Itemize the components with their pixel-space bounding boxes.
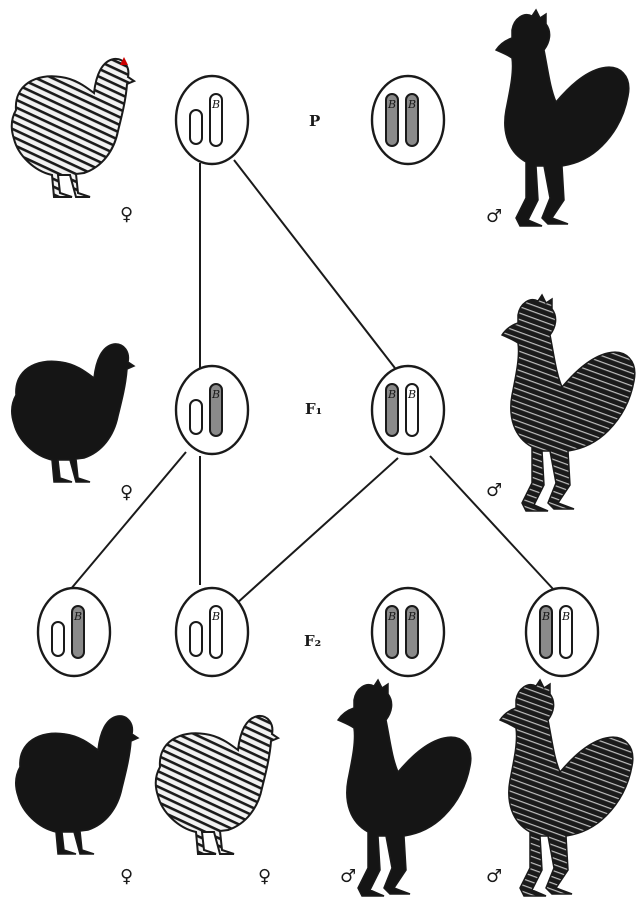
chromosome-b [405,93,419,147]
allele-label: B [407,98,416,111]
chromosome-b [385,605,399,659]
female-symbol-p: ♀ [120,204,134,225]
allele-label: B [211,388,220,401]
chromosome-empty [189,399,203,435]
allele-label: B [387,610,396,623]
allele-label: B [407,610,416,623]
male-symbol-f2-1: ♂ [340,866,357,887]
female-symbol-f2-1: ♀ [120,866,134,887]
cell-f2-female-1: B [36,586,112,678]
f2-rooster-1-illustration [337,679,472,897]
f1-rooster-illustration [501,294,636,512]
p-hen-illustration [10,57,136,199]
cross-lines [69,159,555,605]
cell-f2-female-2: B [174,586,250,678]
f1-hen-illustration [11,343,135,483]
generation-label-p: P [309,112,321,130]
allele-label: B [387,98,396,111]
chromosome-b [539,605,553,659]
allele-label: B [73,610,82,623]
chromosome-b [385,383,399,437]
chromosome-b [209,383,223,437]
chromosome-b [405,605,419,659]
generation-label-f1: F₁ [305,400,323,418]
f2-hen-1-illustration [15,715,139,855]
generation-label-f2: F₂ [304,632,322,650]
line-f1-male-to-f2-female-2 [235,457,399,605]
allele-label: B [407,388,416,401]
chromosome-empty [51,621,65,657]
allele-label: B [211,610,220,623]
allele-label: B [541,610,550,623]
line-f1-male-to-f2-male-2 [429,455,555,591]
p-rooster-illustration [495,9,630,227]
allele-label: B [561,610,570,623]
bird-group [10,9,636,897]
allele-label: B [211,98,220,111]
male-symbol-f1: ♂ [486,480,503,501]
male-symbol-f2-2: ♂ [486,866,503,887]
allele-label: B [387,388,396,401]
chromosome-empty [189,109,203,145]
cell-f1-female: B [174,364,250,456]
line-p-female-to-f1-male [233,159,399,373]
chromosome-b [385,93,399,147]
chromosome-b [559,605,573,659]
chromosome-b [209,605,223,659]
f2-hen-2-illustration [154,714,279,855]
chromosome-b [209,93,223,147]
chromosome-b [405,383,419,437]
female-symbol-f2-2: ♀ [258,866,272,887]
f2-rooster-2-illustration [499,679,634,897]
cell-p-female: B [174,74,250,166]
chromosome-b [71,605,85,659]
male-symbol-p: ♂ [486,206,503,227]
line-f1-female-to-f2-female-1 [69,451,187,591]
chromosome-empty [189,621,203,657]
female-symbol-f1: ♀ [120,482,134,503]
